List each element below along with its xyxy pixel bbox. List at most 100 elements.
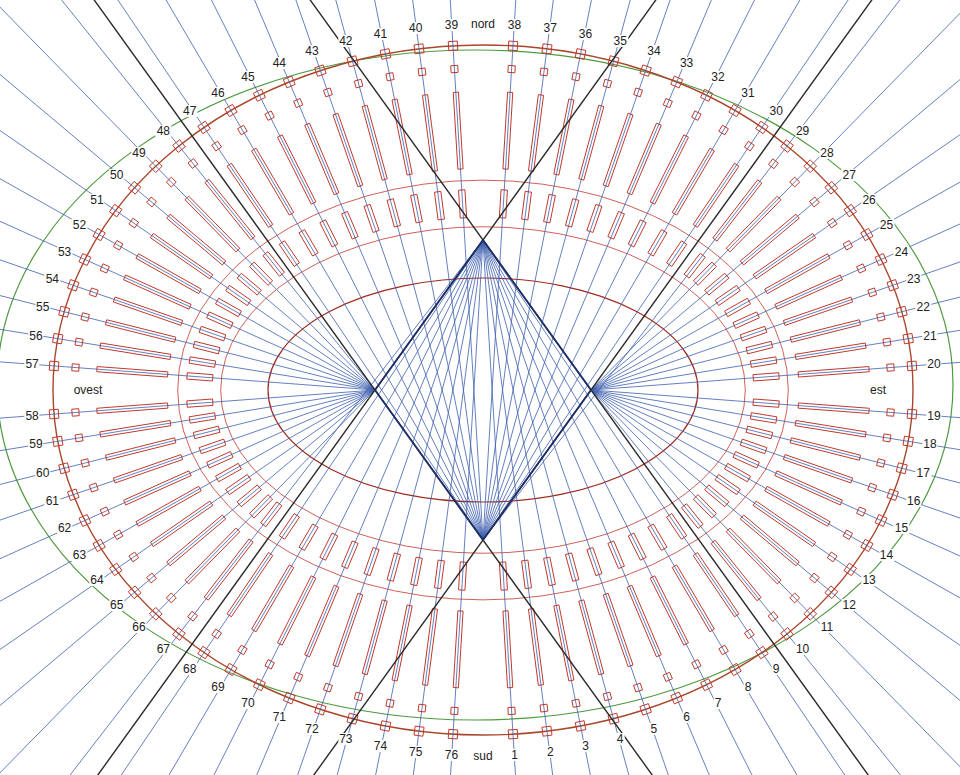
pier-outline — [667, 514, 687, 540]
pier-outline — [93, 228, 105, 240]
radial-line — [483, 0, 960, 540]
radial-line — [0, 240, 483, 775]
pier-outline — [887, 280, 898, 291]
pier-outline — [565, 553, 578, 581]
pier-outline — [750, 357, 777, 367]
pier-outline — [173, 628, 186, 641]
pier-outline — [453, 92, 463, 169]
pier-outline — [868, 483, 877, 492]
arch-number: 54 — [45, 273, 60, 285]
arch-number: 70 — [240, 697, 255, 709]
pier-outline — [522, 560, 532, 588]
pier-outline — [875, 254, 887, 266]
pier-outline — [798, 403, 869, 413]
pier-outline — [729, 104, 741, 116]
arch-number: 14 — [879, 549, 894, 561]
pier-outline — [663, 99, 672, 108]
compass-label: nord — [470, 18, 496, 30]
pier-outline — [263, 252, 285, 277]
pier-outline — [603, 79, 612, 88]
arch-number: 35 — [612, 35, 627, 47]
pier-outline — [719, 125, 729, 135]
pier-outline — [72, 364, 80, 372]
pier-outline — [877, 313, 885, 321]
radial-line — [92, 240, 483, 775]
podium-ring — [221, 227, 746, 554]
arch-number: 53 — [57, 246, 72, 258]
pier-outline — [459, 190, 467, 218]
pier-outline — [129, 552, 139, 562]
diamond-side — [483, 240, 591, 390]
arch-number: 39 — [444, 19, 459, 31]
pier-outline — [544, 194, 556, 223]
pier-outline — [693, 163, 739, 227]
pier-outline — [49, 361, 59, 371]
pier-outline — [53, 436, 63, 446]
arch-number: 29 — [795, 125, 810, 137]
arch-number: 34 — [646, 45, 661, 57]
pier-outline — [113, 530, 123, 540]
arch-number: 59 — [28, 438, 43, 450]
arch-number: 8 — [744, 681, 753, 693]
pier-outline — [733, 452, 759, 469]
arch-number: 18 — [922, 438, 937, 450]
pier-outline — [648, 230, 667, 256]
radial-line — [591, 390, 960, 462]
radial-line — [483, 0, 960, 540]
pier-outline — [790, 177, 800, 187]
diamond-side — [483, 390, 591, 540]
pier-outline — [294, 672, 303, 681]
arch-number: 72 — [304, 723, 319, 735]
pier-outline — [187, 399, 213, 407]
pier-outline — [740, 326, 767, 341]
pier-outline — [53, 334, 63, 344]
pier-outline — [448, 729, 458, 739]
arch-number: 25 — [879, 219, 894, 231]
pier-outline — [628, 220, 646, 247]
arch-number: 73 — [338, 733, 353, 745]
pier-outline — [411, 557, 423, 586]
radial-line — [0, 240, 483, 775]
pier-outline — [775, 471, 843, 505]
pier-outline — [887, 409, 895, 417]
pier-outline — [166, 593, 176, 603]
arch-number: 69 — [210, 681, 225, 693]
pier-outline — [508, 41, 518, 51]
arch-number: 31 — [740, 87, 755, 99]
pier-outline — [634, 88, 643, 97]
arch-number: 5 — [650, 723, 659, 735]
radial-line — [0, 240, 483, 775]
pier-outline — [250, 262, 273, 285]
pier-outline — [173, 140, 186, 153]
radial-line — [0, 0, 483, 540]
pier-outline — [765, 486, 830, 526]
arch-number: 26 — [861, 194, 876, 206]
radial-line — [0, 0, 375, 390]
pier-outline — [768, 159, 778, 169]
pier-outline — [364, 548, 379, 576]
pier-outline — [227, 163, 273, 227]
pier-outline — [253, 89, 265, 101]
arch-number: 13 — [861, 574, 876, 586]
radial-line — [393, 240, 483, 775]
radial-line — [0, 0, 375, 390]
arch-number: 20 — [926, 358, 941, 370]
radial-line — [483, 0, 960, 540]
pier-outline — [733, 312, 759, 329]
pier-outline — [459, 562, 467, 590]
radial-line — [0, 0, 375, 390]
pier-outline — [315, 65, 326, 76]
pier-outline — [810, 573, 820, 583]
arch-number: 19 — [926, 410, 941, 422]
arch-number: 49 — [131, 147, 146, 159]
pier-outline — [887, 364, 895, 372]
pier-outline — [798, 367, 869, 377]
pier-outline — [540, 68, 548, 76]
arch-number: 74 — [373, 740, 388, 752]
pier-outline — [701, 89, 713, 101]
pier-outline — [305, 585, 339, 657]
pier-outline — [362, 600, 387, 675]
